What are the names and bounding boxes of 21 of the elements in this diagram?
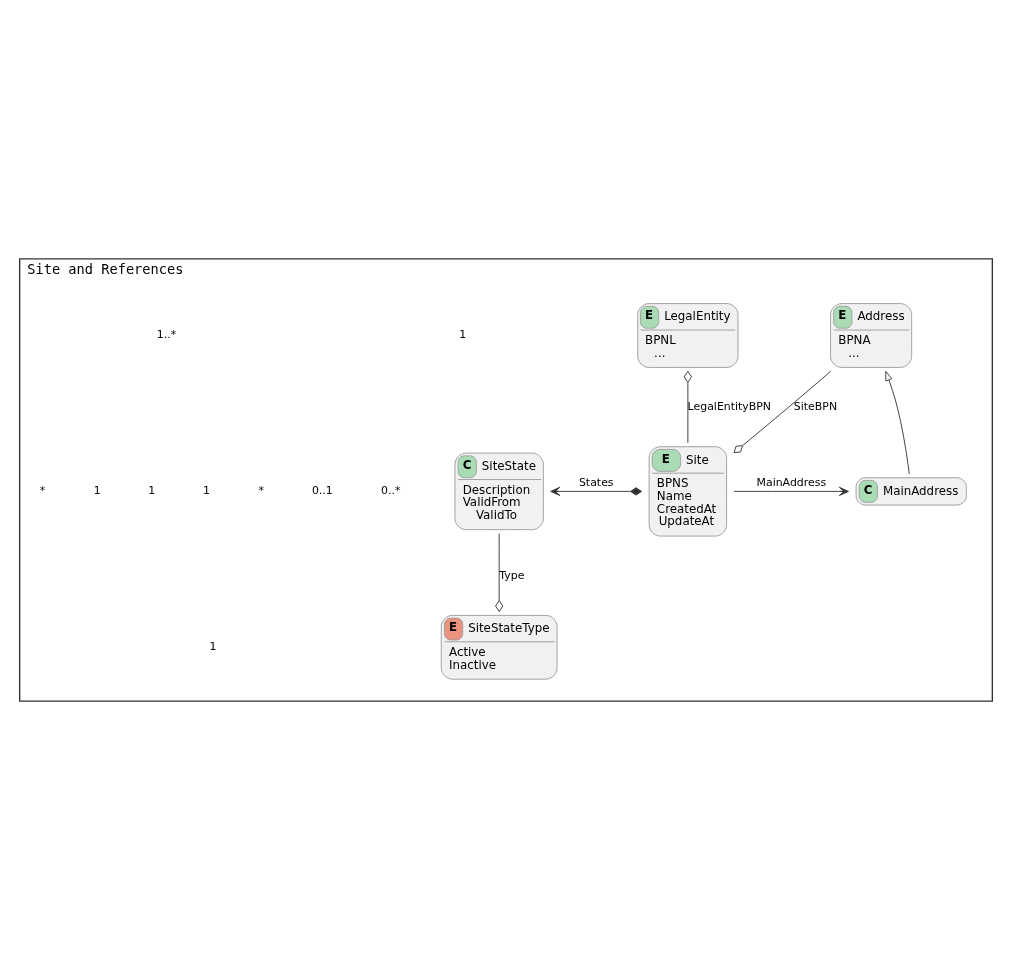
label: 1 [459,327,467,341]
connector [495,532,504,612]
label: 1 [148,483,156,497]
label: 0..1 [311,483,333,497]
label: 1..* [156,327,177,341]
label: * [258,483,264,497]
edge-label: SiteBPN [793,399,838,413]
edge-label: LegalEntityBPN [687,399,772,413]
arrow [885,370,910,474]
label: 1 [93,483,101,497]
edge-label: Type [499,568,525,582]
edge-label: MainAddress [756,475,827,489]
connector [683,370,692,443]
arrow [550,486,642,496]
label: 1 [209,639,217,653]
label: 1 [203,483,211,497]
label: * [39,483,46,497]
label: 0..* [381,483,401,497]
arrow [733,486,849,496]
connector [733,370,832,453]
edge-label: States [578,475,614,489]
